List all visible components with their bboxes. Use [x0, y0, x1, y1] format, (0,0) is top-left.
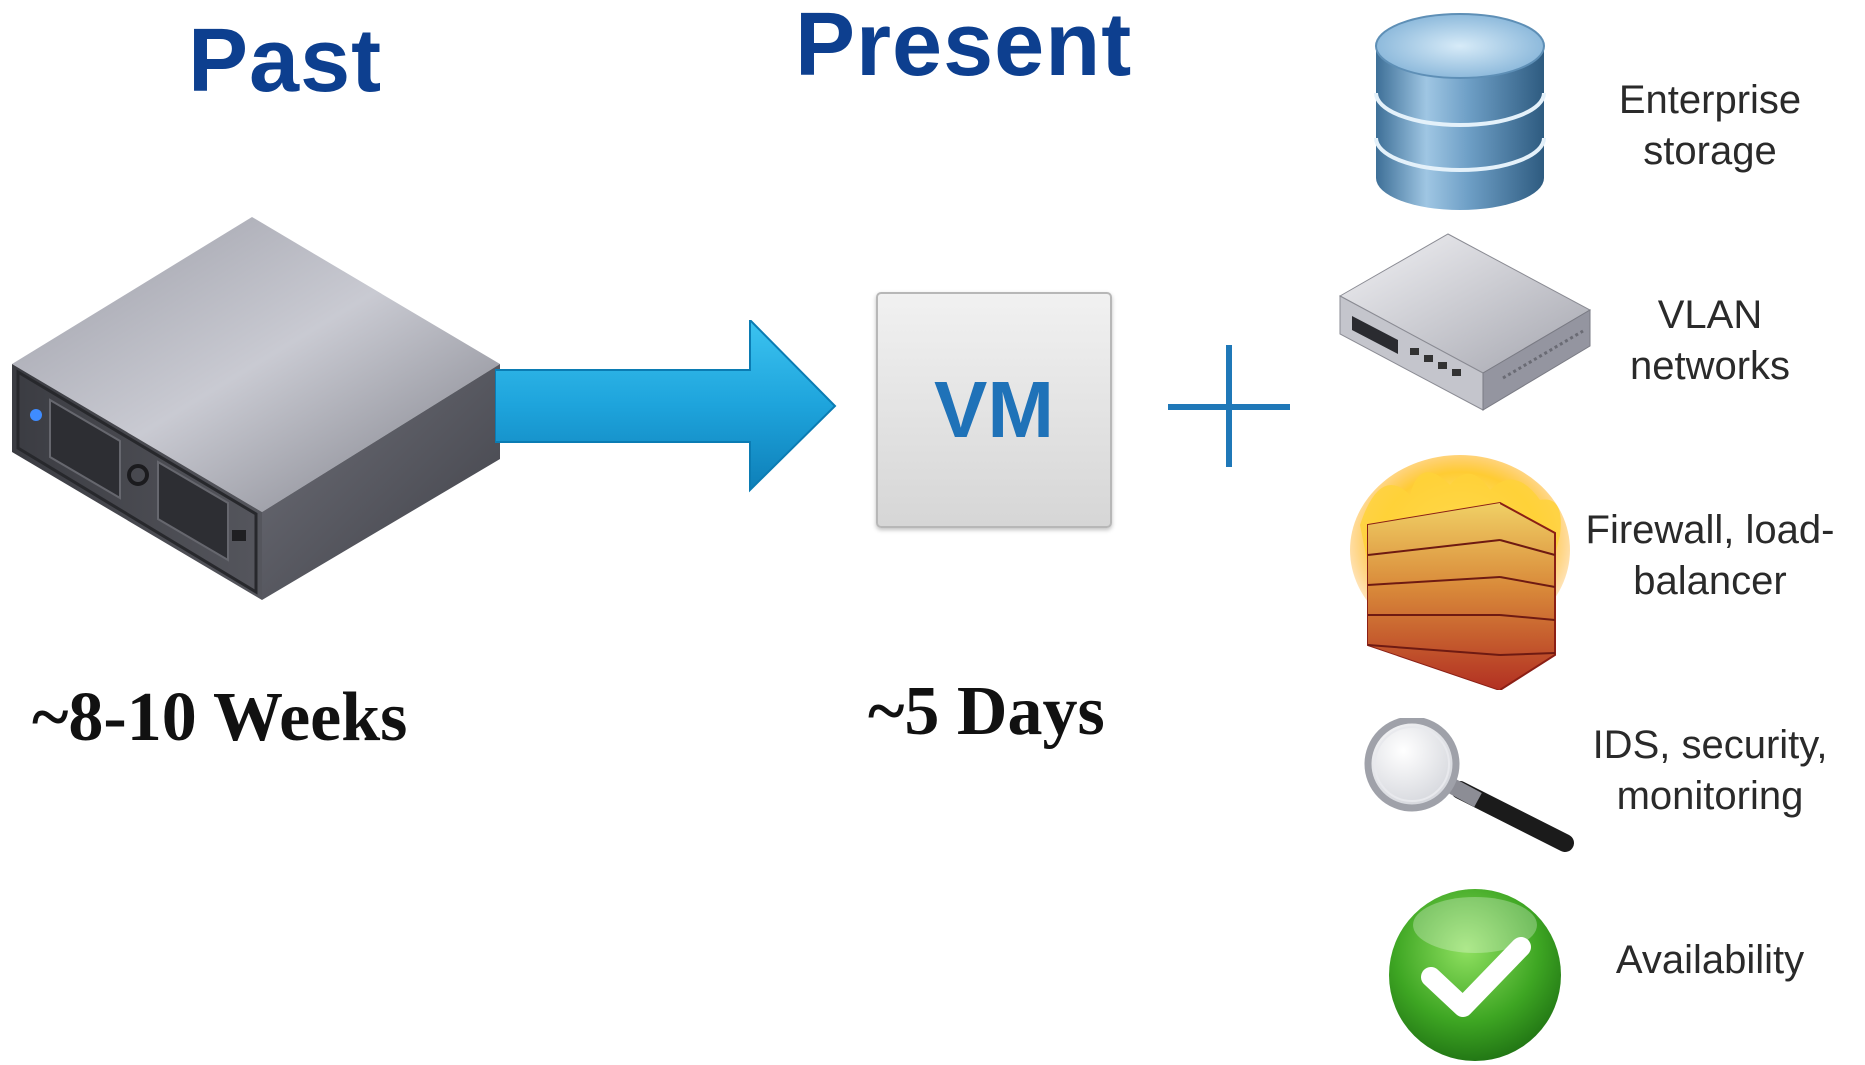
vm-label: VM	[934, 365, 1054, 454]
server-icon	[10, 212, 510, 602]
resource-label-availability: Availability	[1615, 938, 1805, 982]
right-arrow-icon	[495, 320, 840, 495]
present-heading: Present	[795, 0, 1133, 95]
resource-label-firewall: Firewall, load-balancer	[1585, 508, 1835, 603]
network-switch-icon	[1338, 228, 1593, 413]
magnifier-icon	[1360, 718, 1575, 858]
checkmark-icon	[1385, 885, 1565, 1065]
present-duration: ~5 Days	[868, 673, 1105, 750]
firewall-icon	[1350, 455, 1570, 690]
vm-box: VM	[876, 292, 1112, 528]
resource-label-ids: IDS, security,monitoring	[1592, 723, 1828, 818]
past-heading: Past	[188, 11, 383, 111]
past-duration: ~8-10 Weeks	[32, 679, 408, 756]
database-icon	[1370, 8, 1550, 218]
plus-icon	[1168, 345, 1290, 467]
